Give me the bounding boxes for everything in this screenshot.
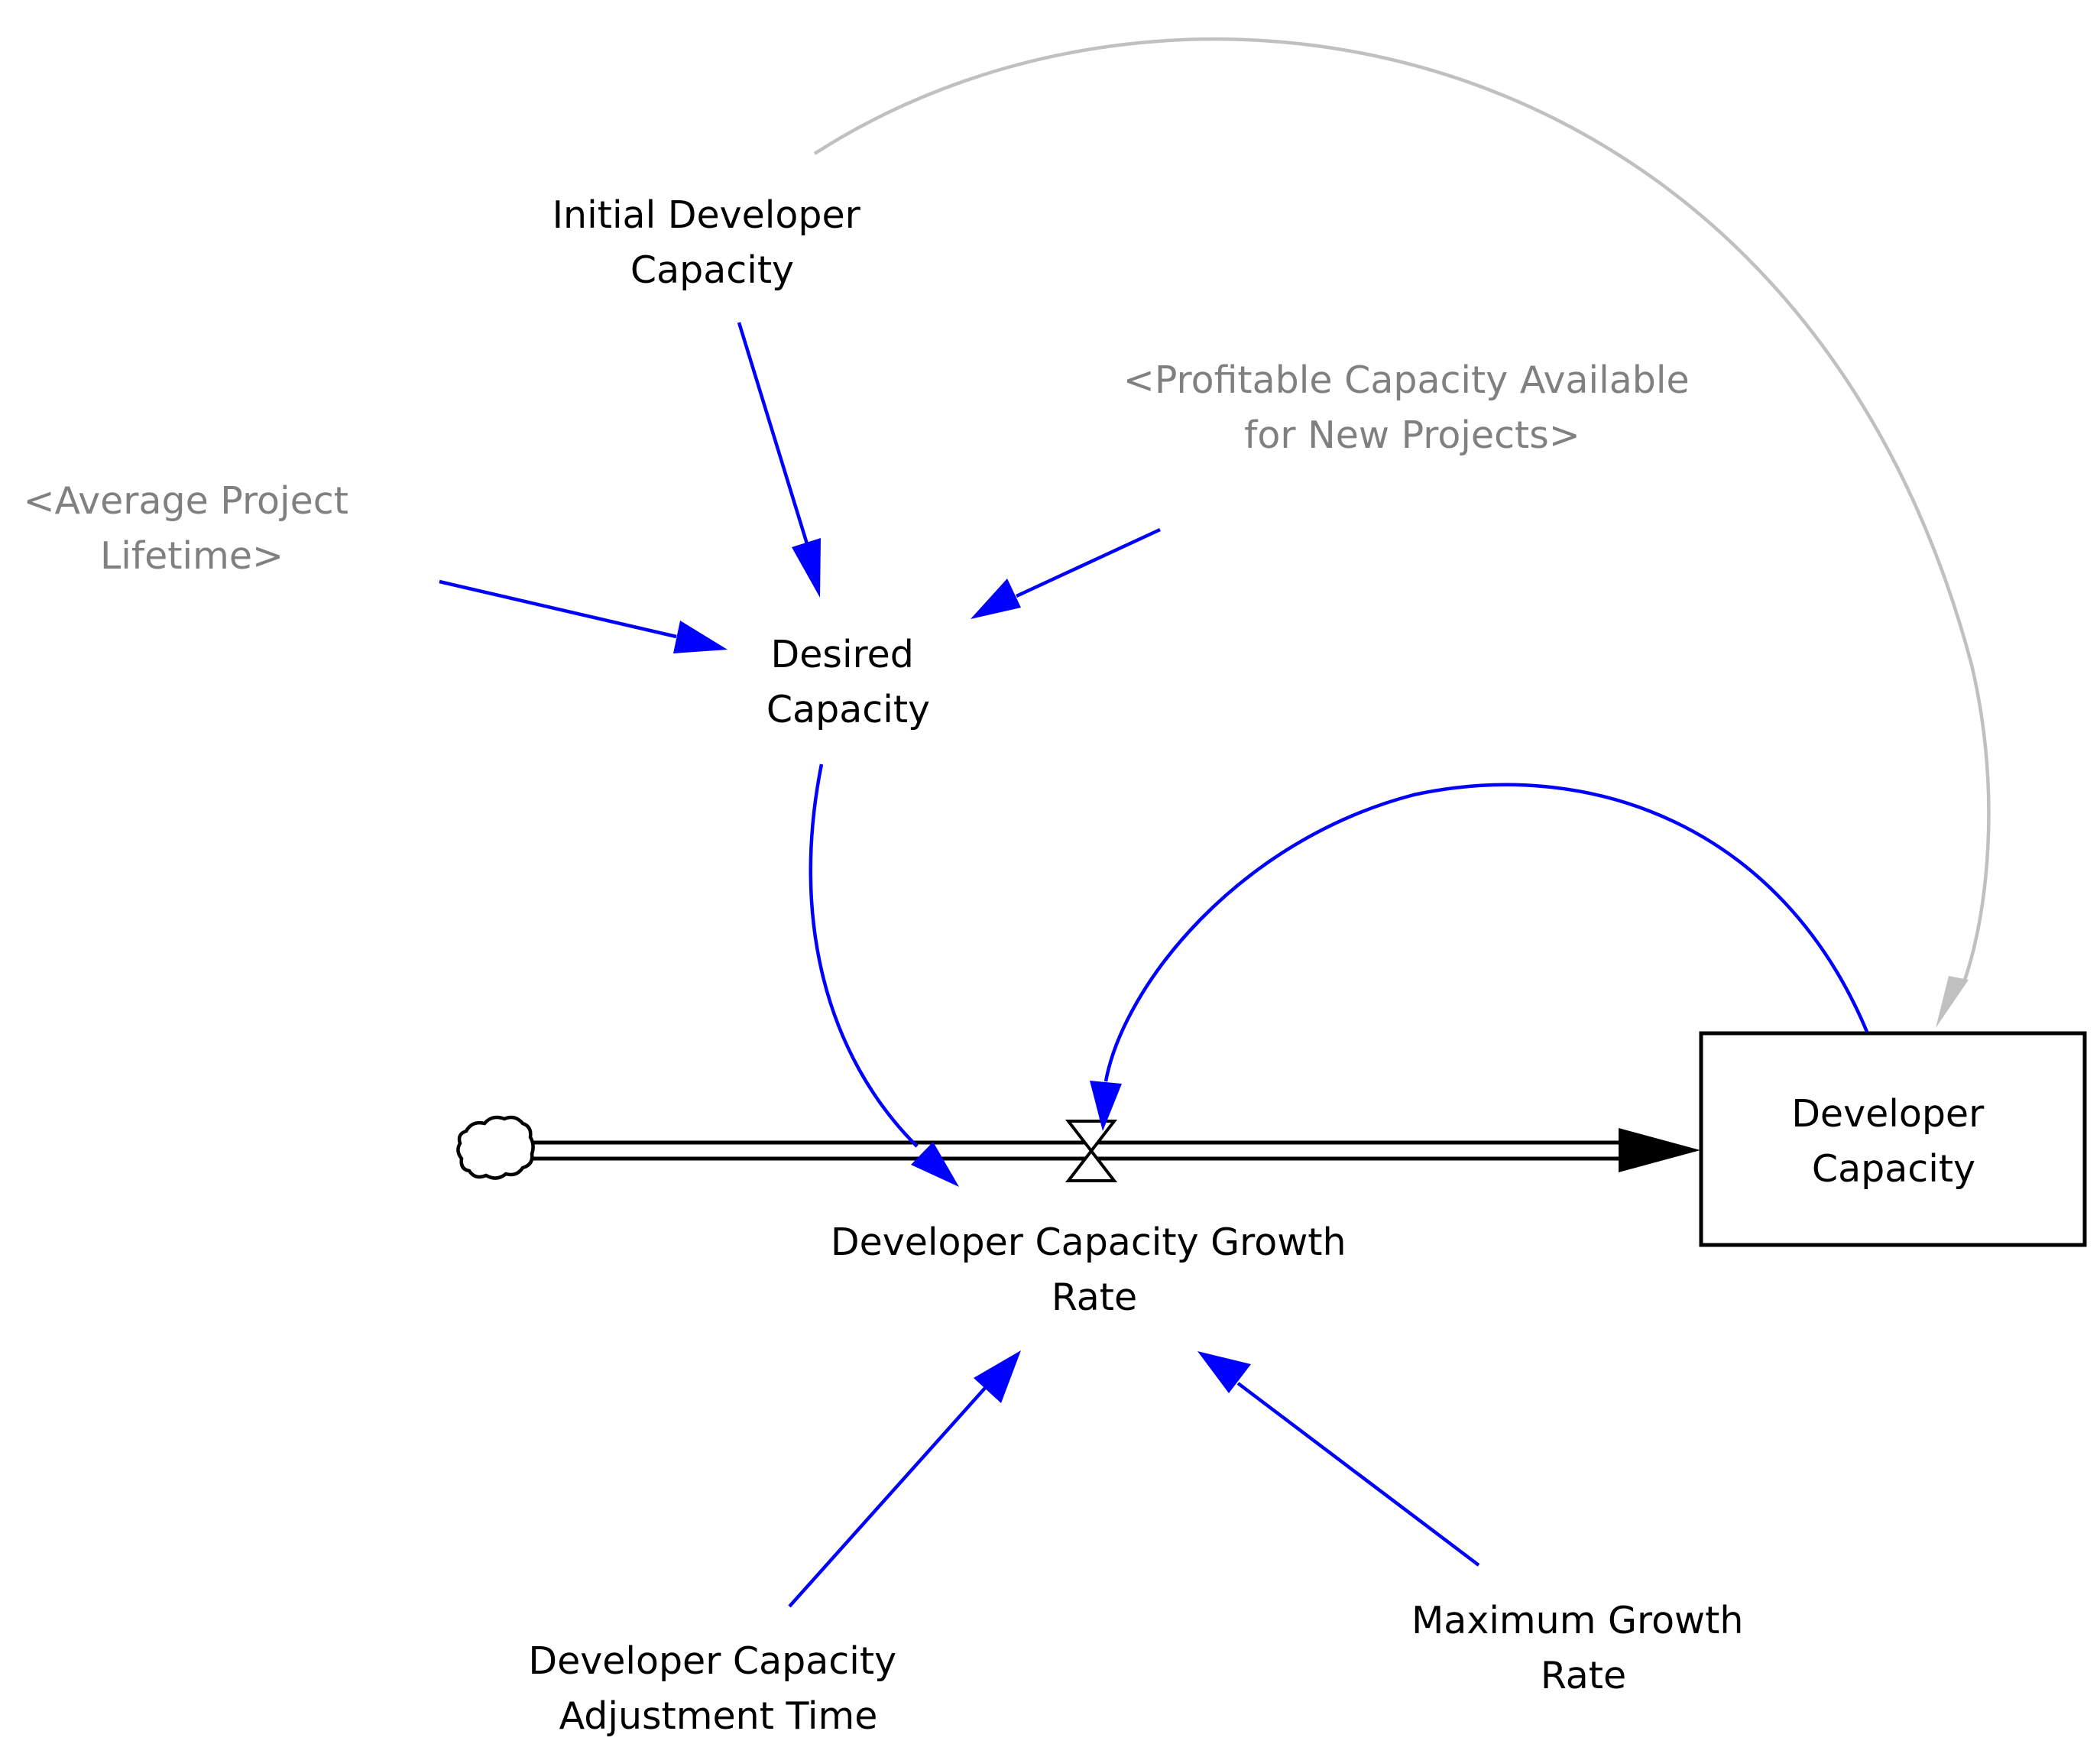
link-stock-to-growth-rate[interactable]: [1090, 783, 1869, 1131]
link-initial-to-desired[interactable]: [737, 322, 821, 598]
arrowhead-blue: [911, 1142, 959, 1187]
label-adjustment-time[interactable]: Developer Capacity Adjustment Time: [528, 1639, 908, 1738]
label-desired-capacity[interactable]: Desired Capacity: [766, 633, 930, 731]
arrowhead-blue: [673, 621, 728, 653]
arrowhead-grey: [1936, 976, 1969, 1028]
link-initial-to-developer-capacity[interactable]: [813, 37, 1991, 1028]
cloud-source-icon: [456, 1115, 535, 1180]
link-adjustment-to-growth-rate[interactable]: [788, 1350, 1021, 1608]
arrowhead-blue: [1090, 1081, 1122, 1131]
arrowhead-blue: [971, 579, 1021, 619]
label-maximum-growth-rate[interactable]: Maximum Growth Rate: [1411, 1599, 1755, 1697]
link-maxrate-to-growth-rate[interactable]: [1197, 1351, 1480, 1567]
label-profitable-capacity[interactable]: <Profitable Capacity Available for New P…: [1123, 358, 1701, 457]
label-initial-developer-capacity[interactable]: Initial Developer Capacity: [553, 193, 873, 292]
link-profitable-to-desired[interactable]: [971, 527, 1161, 619]
link-desired-to-growth-rate[interactable]: [809, 763, 959, 1187]
flow-pipe: [524, 1128, 1700, 1172]
flow-arrowhead: [1619, 1128, 1700, 1172]
arrowhead-blue: [792, 538, 821, 598]
label-average-project-lifetime[interactable]: <Average Project Lifetime>: [23, 479, 360, 578]
label-developer-capacity[interactable]: Developer Capacity: [1791, 1092, 1996, 1191]
link-lifetime-to-desired[interactable]: [439, 579, 728, 653]
valve-icon[interactable]: [1065, 1120, 1118, 1182]
arrowhead-blue: [1197, 1351, 1251, 1393]
arrowhead-blue: [974, 1350, 1021, 1403]
stock-developer-capacity[interactable]: [1699, 1031, 2087, 1247]
label-growth-rate[interactable]: Developer Capacity Growth Rate: [831, 1220, 1358, 1319]
